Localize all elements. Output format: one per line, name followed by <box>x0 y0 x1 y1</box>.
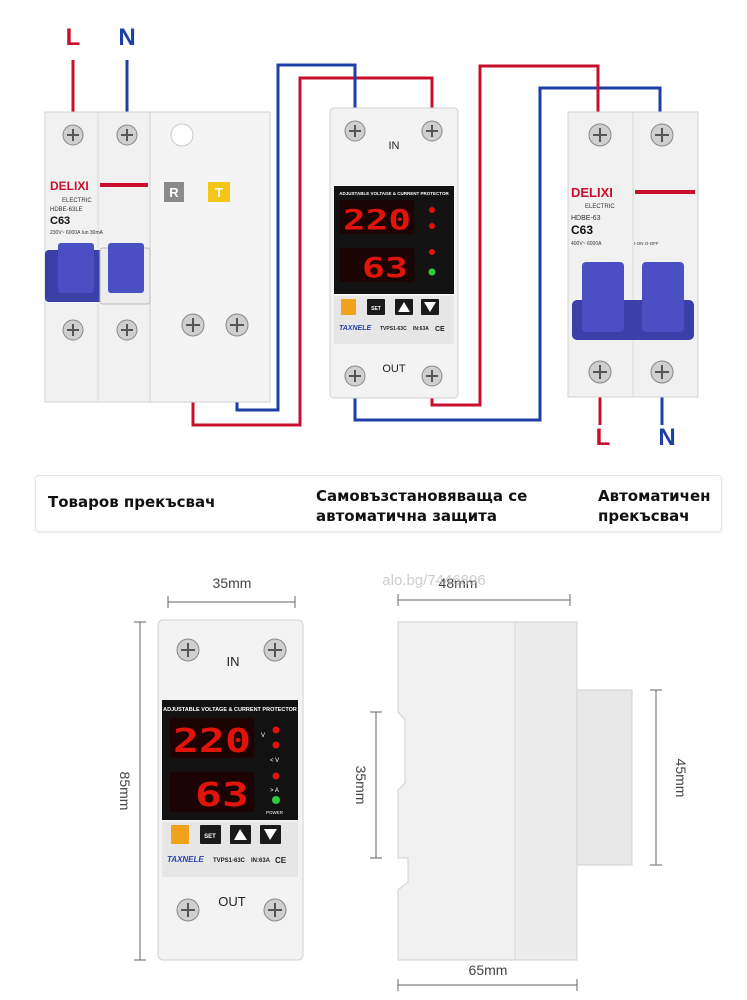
front-voltage-display: 220 <box>173 721 251 760</box>
protector-rating: IN:63A <box>413 326 429 332</box>
rcd-breaker: DELIXI ELECTRIC HDBE-63LE C63 230V~ 6000… <box>44 111 271 403</box>
left-neutral-label: N <box>118 24 135 51</box>
rcd-brand: DELIXI <box>50 179 89 193</box>
front-current-display: 63 <box>195 775 249 814</box>
mcb-on-off: I-ON O-OFF <box>634 241 659 246</box>
front-set-button: SET <box>204 834 216 840</box>
dimension-depth: 65mm <box>469 962 508 978</box>
protector-top: IN ADJUSTABLE VOLTAGE & CURRENT PROTECTO… <box>329 107 459 399</box>
front-rating: IN:63A <box>251 858 271 864</box>
screw-icon <box>421 120 443 142</box>
screw-icon <box>62 319 84 341</box>
set-button-label: SET <box>371 306 381 312</box>
screw-icon <box>116 124 138 146</box>
mcb-specs: 400V~ 6000A <box>571 241 602 247</box>
screw-icon <box>116 319 138 341</box>
rcd-subbrand: ELECTRIC <box>62 198 92 204</box>
live-wire-rcd-to-protector <box>191 76 434 427</box>
front-ce-mark: CE <box>275 856 287 865</box>
front-in-label: IN <box>227 654 240 669</box>
mcb-subbrand: ELECTRIC <box>585 204 615 210</box>
screw-icon <box>225 313 249 337</box>
test-key-label: T <box>215 185 223 200</box>
live-wire-protector-to-mcb <box>430 64 600 407</box>
reset-key-label: R <box>169 185 179 200</box>
screw-icon <box>650 360 674 384</box>
dimension-side-right: 45mm <box>673 759 689 798</box>
screw-icon <box>588 123 612 147</box>
rcd-rating: C63 <box>50 215 70 227</box>
front-out-label: OUT <box>218 894 246 909</box>
voltage-display: 220 <box>343 203 411 236</box>
caption-circuit-breaker: Автоматичен прекъсвач <box>598 487 711 525</box>
dimension-side-left: 35mm <box>353 766 369 805</box>
left-live-label: L <box>66 24 81 51</box>
screw-icon <box>176 638 200 662</box>
dimension-lines-side <box>370 594 662 991</box>
screw-icon <box>344 120 366 142</box>
rcd-model: HDBE-63LE <box>50 207 83 213</box>
dimension-height: 85mm <box>117 772 133 811</box>
screw-icon <box>344 365 366 387</box>
screw-icon <box>421 365 443 387</box>
mcb-model: HDBE-63 <box>571 215 601 222</box>
protector-header: ADJUSTABLE VOLTAGE & CURRENT PROTECTOR <box>339 191 449 196</box>
screw-icon <box>62 124 84 146</box>
watermark: alo.bg/7446896 <box>382 572 485 589</box>
caption-load-breaker: Товаров прекъсвач <box>48 493 216 511</box>
dimension-lines-front <box>134 596 296 961</box>
caption-auto-protection: Самовъзстановяваща се автоматична защита <box>316 487 528 525</box>
right-live-label: L <box>596 424 611 451</box>
neutral-wire-protector-to-mcb <box>353 86 662 422</box>
protector-brand: TAXNELE <box>339 325 371 332</box>
protector-side-view <box>397 621 633 961</box>
front-brand: TAXNELE <box>167 855 204 864</box>
front-header: ADJUSTABLE VOLTAGE & CURRENT PROTECTOR <box>163 707 297 713</box>
screw-icon <box>263 638 287 662</box>
protector-model: TVPS1-63C <box>380 326 407 332</box>
indicator-v-high: V <box>261 733 265 739</box>
screw-icon <box>588 360 612 384</box>
screw-icon <box>176 898 200 922</box>
protector-front-view: IN ADJUSTABLE VOLTAGE & CURRENT PROTECTO… <box>157 619 304 961</box>
protector-out-label: OUT <box>382 363 406 375</box>
screw-icon <box>181 313 205 337</box>
indicator-a: > A <box>270 788 279 794</box>
mcb-breaker: DELIXI ELECTRIC HDBE-63 C63 400V~ 6000A … <box>567 111 699 398</box>
screw-icon <box>263 898 287 922</box>
mcb-rating: C63 <box>571 223 593 237</box>
dimension-side-top: 48mm <box>439 575 478 591</box>
right-neutral-label: N <box>658 424 675 451</box>
ce-mark: CE <box>435 326 445 333</box>
rcd-specs: 230V~ 6000A Iun 30mA <box>50 230 104 236</box>
dimension-width: 35mm <box>213 575 252 591</box>
mcb-brand: DELIXI <box>571 185 613 200</box>
indicator-v-low: < V <box>270 758 279 764</box>
caption-bar <box>35 475 722 532</box>
front-model: TVPS1-63C <box>213 858 246 864</box>
current-display: 63 <box>362 251 408 284</box>
protector-in-label: IN <box>389 140 400 152</box>
screw-icon <box>650 123 674 147</box>
indicator-power: POWER <box>266 810 284 815</box>
